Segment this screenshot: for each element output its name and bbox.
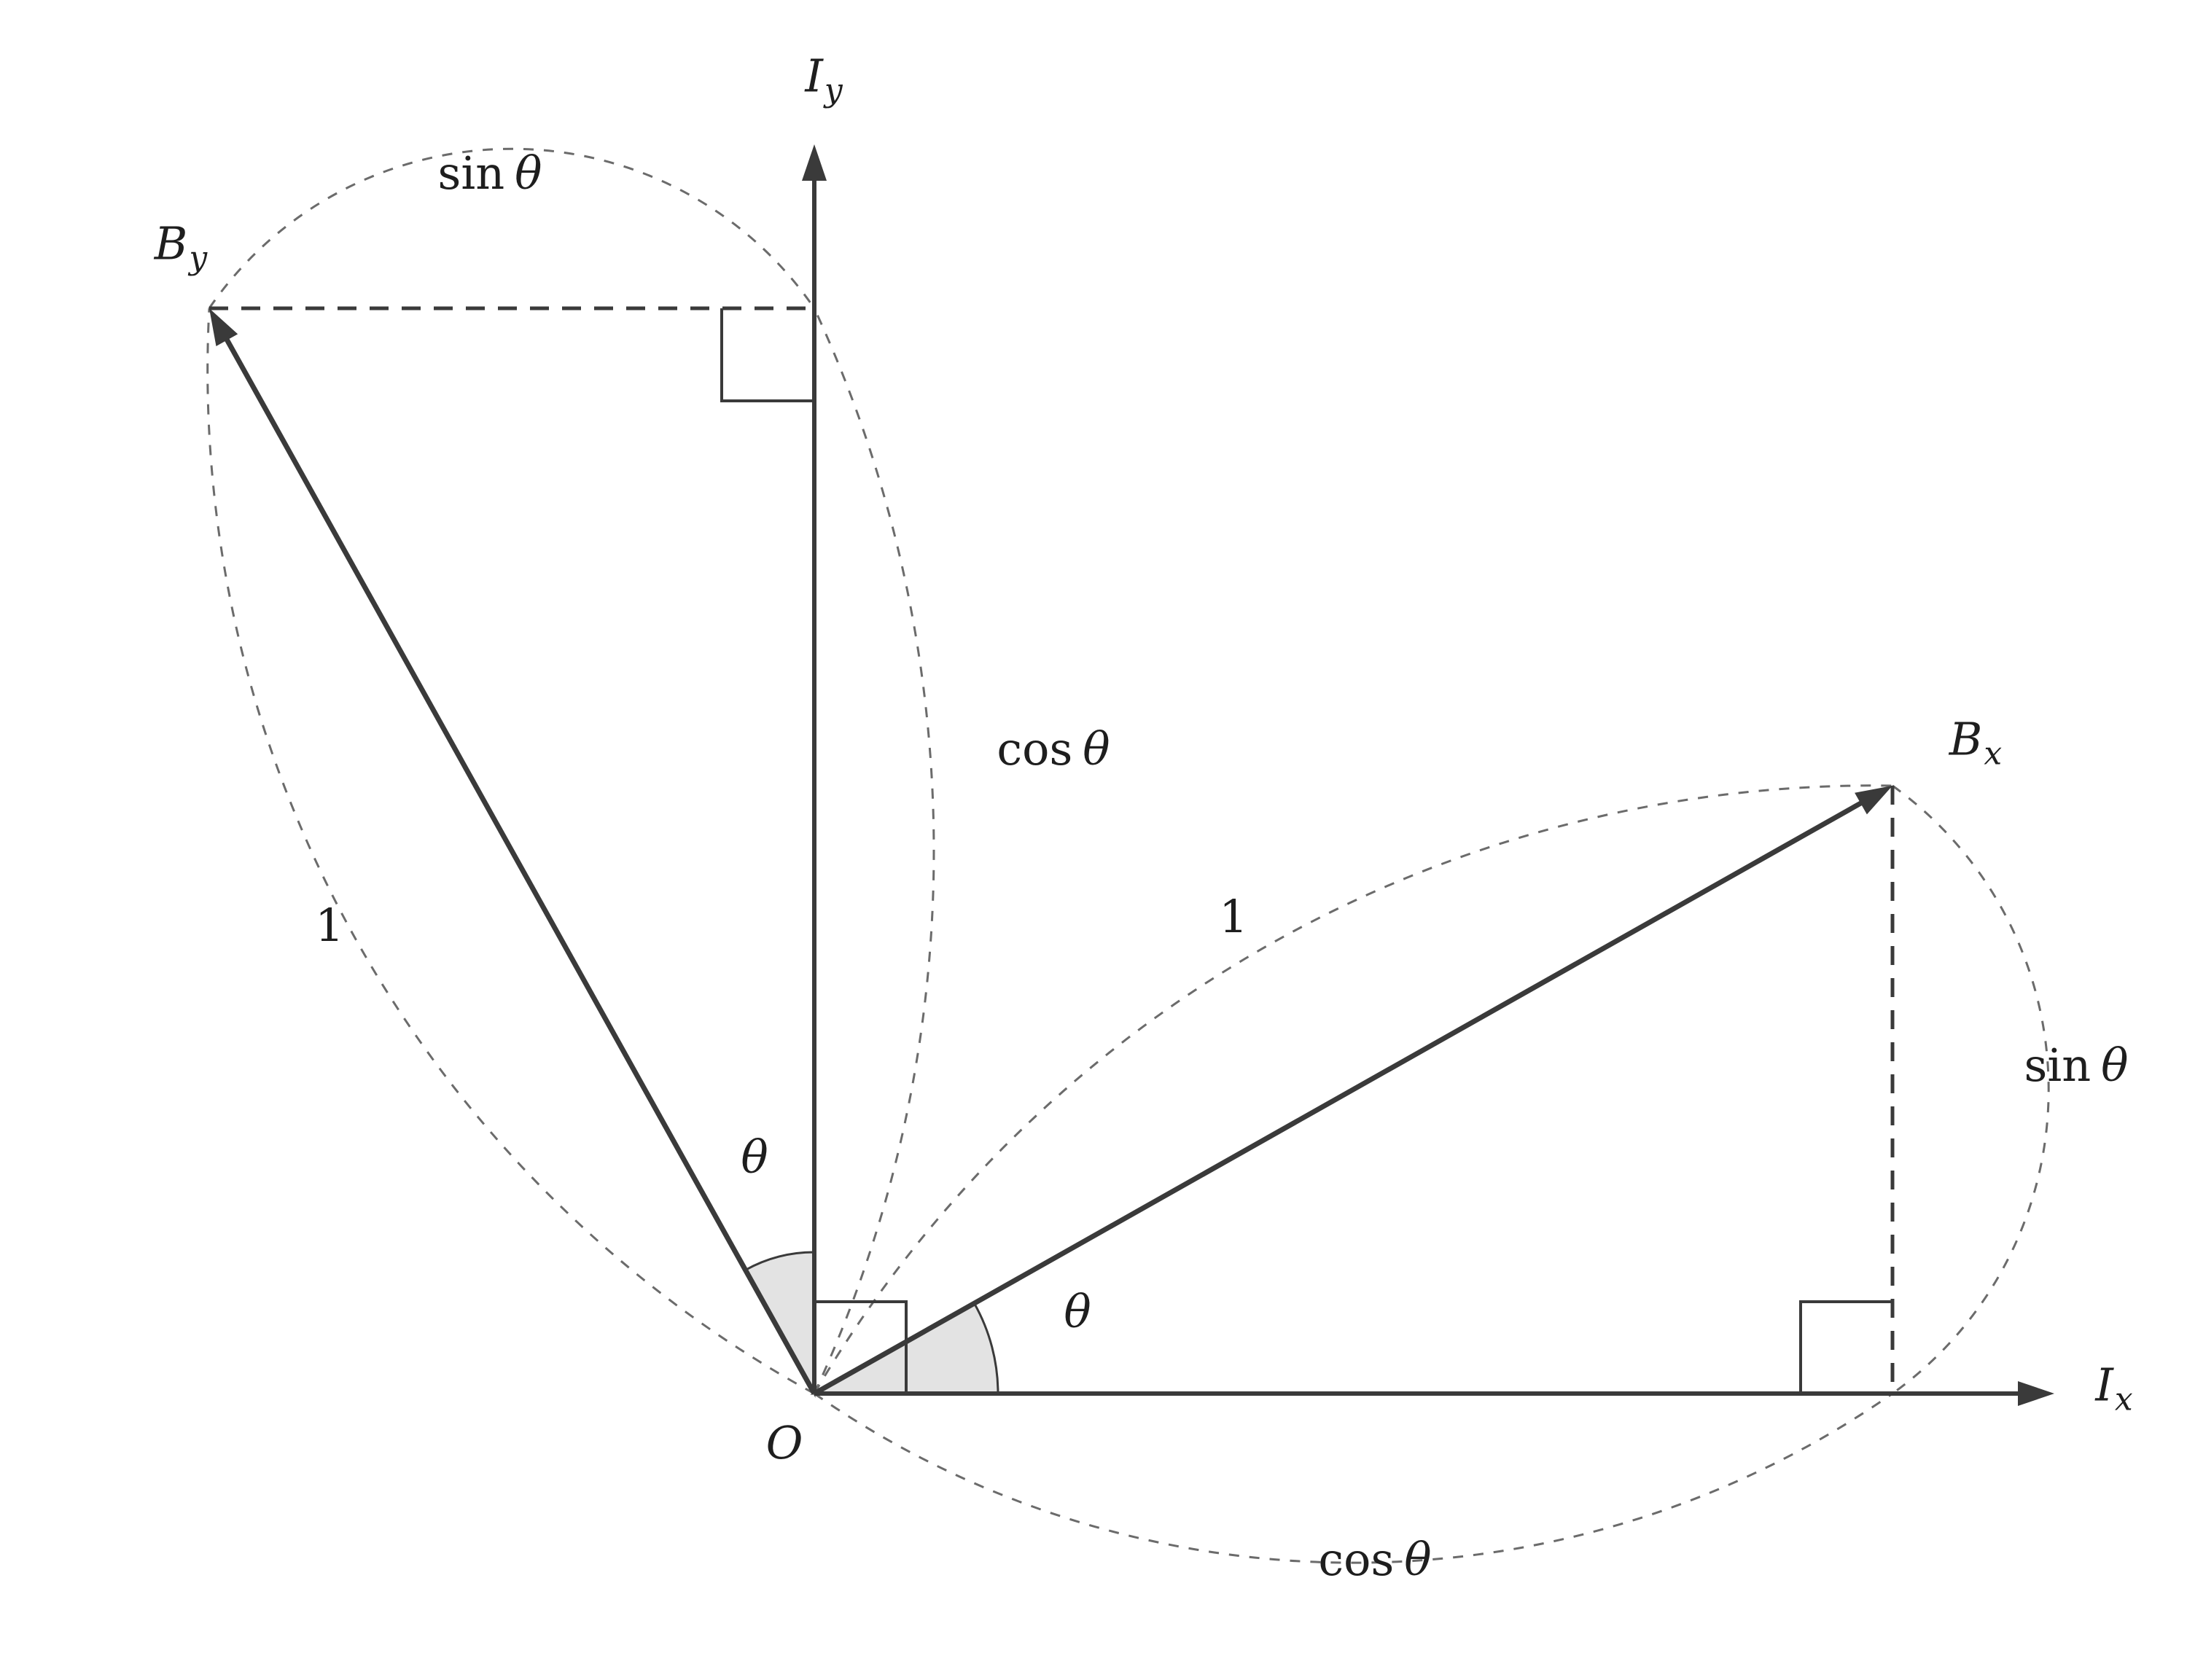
vector-bx-arrowhead-icon <box>1855 786 1892 815</box>
angle-theta-left-text: θ <box>741 1130 768 1184</box>
sin-theta-right-fn: sin <box>2024 1039 2092 1092</box>
sin-right-brace-arc <box>1892 784 2050 1395</box>
cos-bottom-brace-arc <box>814 1392 1893 1564</box>
unit-length-right-label: 1 <box>1219 894 1247 939</box>
angle-theta-left-label: θ <box>741 1135 768 1180</box>
vector-bx-line <box>813 799 1865 1396</box>
axis-y-label-sub: y <box>824 71 843 109</box>
axis-y-arrowhead-icon <box>802 144 827 181</box>
axis-x-label: Ix <box>2095 1362 2132 1415</box>
vector-by-label-base: B <box>154 216 188 270</box>
unit-left-brace-arc <box>206 308 815 1395</box>
axis-x-label-base: I <box>2095 1358 2113 1412</box>
angle-theta-right-label: θ <box>1064 1289 1091 1335</box>
cos-theta-bottom-arg: θ <box>1404 1533 1432 1586</box>
axis-x-arrowhead-icon <box>2018 1381 2054 1406</box>
axis-y-label: Iy <box>805 53 842 106</box>
vector-by-label-sub: y <box>189 239 208 277</box>
right-angle-marker-x-projection <box>1799 1300 1892 1394</box>
unit-length-left-text: 1 <box>315 899 344 952</box>
vector-by-line <box>222 335 817 1395</box>
right-angle-marker-y-projection <box>720 308 814 402</box>
sin-top-brace-arc <box>208 147 816 309</box>
axis-y-label-base: I <box>805 49 823 103</box>
sin-theta-top-arg: θ <box>515 146 542 200</box>
sin-theta-top-fn: sin <box>437 146 505 200</box>
vector-bx-label-sub: x <box>1984 735 2003 773</box>
cos-theta-mid-arg: θ <box>1083 722 1110 775</box>
origin-label: O <box>766 1421 803 1466</box>
unit-length-left-label: 1 <box>315 903 343 948</box>
cos-theta-bottom-fn: cos <box>1318 1533 1395 1586</box>
unit-length-right-text: 1 <box>1219 890 1248 943</box>
axis-x-label-sub: x <box>2114 1380 2133 1418</box>
right-angle-marker-origin <box>814 1300 908 1394</box>
angle-theta-right-text: θ <box>1064 1285 1091 1338</box>
vector-by-label: By <box>155 221 207 274</box>
cos-theta-mid-fn: cos <box>997 722 1073 775</box>
vector-bx-label-base: B <box>1949 712 1983 766</box>
vector-bx-label: Bx <box>1949 716 2002 770</box>
sin-theta-right-arg: θ <box>2101 1039 2129 1092</box>
cos-mid-brace-arc <box>813 308 935 1394</box>
origin-label-text: O <box>765 1416 803 1469</box>
vector-by-arrowhead-icon <box>209 308 238 346</box>
